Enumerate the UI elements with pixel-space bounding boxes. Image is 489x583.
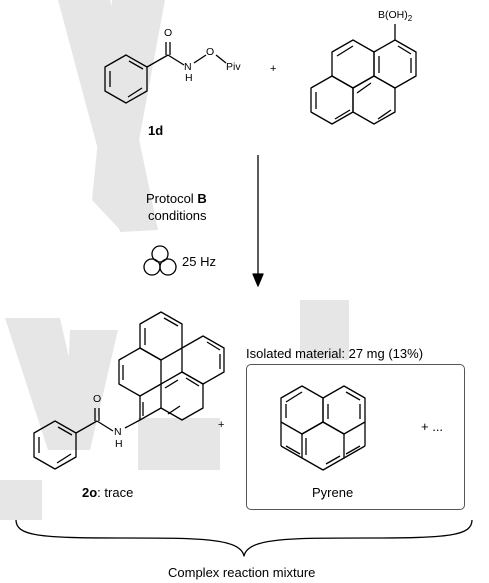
pyreneboronic-acid-structure: [310, 24, 417, 125]
nitrogen-label: N: [184, 61, 192, 73]
plus-sign: +: [270, 63, 277, 75]
plus-sign-product: +: [218, 419, 225, 431]
protocol-label: Protocol B: [146, 191, 207, 206]
mixture-brace: [15, 519, 473, 557]
ball-mill-icon: [143, 245, 177, 276]
more-products-label: + ...: [421, 419, 444, 434]
reaction-arrow: [252, 155, 264, 287]
compound-label-1d: 1d: [148, 123, 164, 138]
isolated-material-title: Isolated material: 27 mg (13%): [246, 346, 424, 361]
product-nitrogen-label: N: [114, 426, 122, 438]
watermark: [0, 0, 349, 520]
ester-oxygen-label: O: [206, 46, 215, 58]
product-oxygen-label: O: [93, 393, 102, 405]
pyrene-label: Pyrene: [312, 485, 354, 500]
mixture-label: Complex reaction mixture: [168, 565, 316, 580]
isolated-material-box: [246, 364, 465, 510]
pyrene-structure: [280, 385, 366, 471]
piv-label: Piv: [226, 61, 241, 73]
conditions-label: conditions: [148, 208, 207, 223]
carbonyl-oxygen-label: O: [164, 27, 173, 39]
hydrogen-label: H: [185, 72, 193, 84]
product-2o-structure: [33, 311, 225, 470]
product-hydrogen-label: H: [115, 438, 123, 450]
compound-label-2o: 2o: trace: [82, 485, 134, 500]
boronic-acid-label: B(OH)2: [378, 9, 413, 24]
frequency-label: 25 Hz: [182, 254, 216, 269]
reactant-1d-structure: [104, 42, 227, 104]
